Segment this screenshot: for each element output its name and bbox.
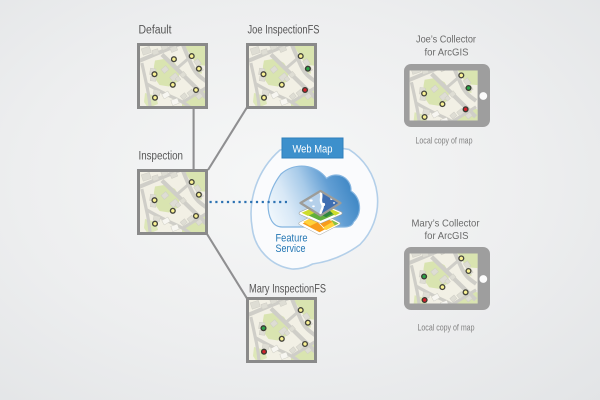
- svg-text:Feature: Feature: [276, 233, 308, 245]
- svg-text:Service: Service: [276, 243, 306, 255]
- svg-text:Joe’s Collector: Joe’s Collector: [416, 35, 476, 46]
- svg-text:Web Map: Web Map: [293, 144, 333, 156]
- svg-text:Default: Default: [139, 25, 173, 37]
- svg-text:Joe InspectionFS: Joe InspectionFS: [248, 25, 320, 37]
- svg-text:Mary InspectionFS: Mary InspectionFS: [249, 284, 326, 296]
- svg-text:Inspection: Inspection: [139, 151, 184, 163]
- svg-text:for ArcGIS: for ArcGIS: [425, 231, 469, 242]
- svg-text:Local copy of map: Local copy of map: [418, 323, 475, 333]
- svg-text:for ArcGIS: for ArcGIS: [425, 48, 469, 59]
- svg-text:Mary’s Collector: Mary’s Collector: [412, 219, 480, 230]
- svg-text:Local copy of map: Local copy of map: [416, 136, 473, 146]
